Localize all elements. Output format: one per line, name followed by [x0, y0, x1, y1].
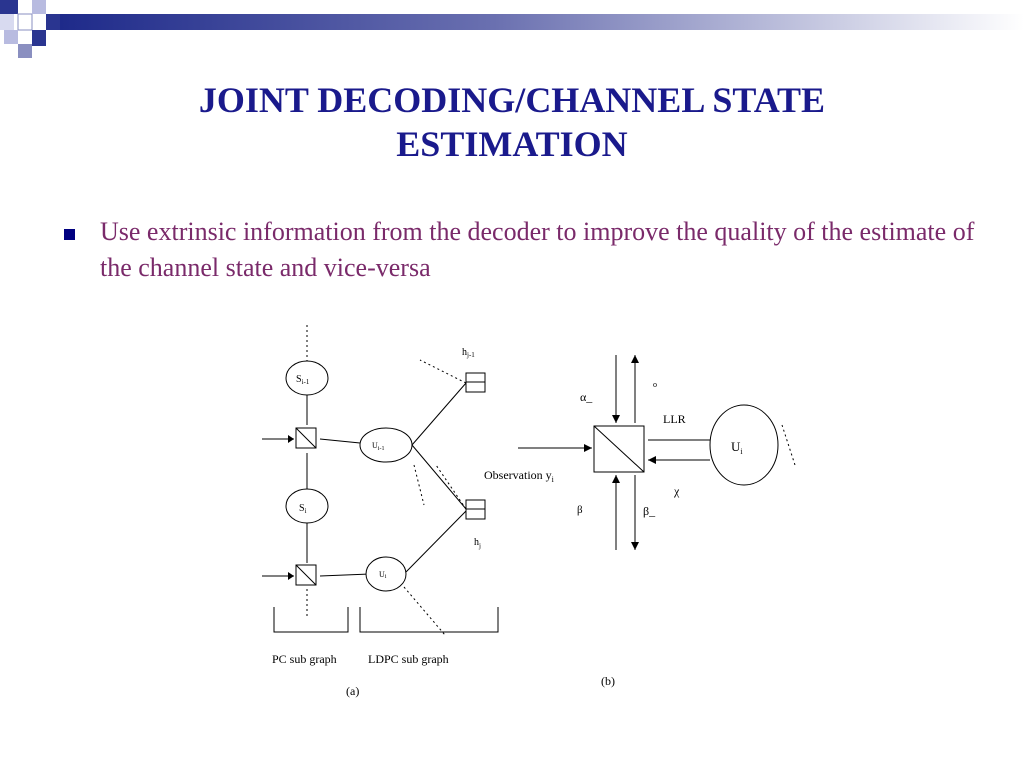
variable-node-b: [709, 404, 779, 486]
bullet-square-icon: [64, 229, 75, 240]
variable-node-label: Ui: [379, 570, 387, 580]
slide-title: JOINT DECODING/CHANNEL STATE ESTIMATION: [60, 78, 964, 166]
check-node-upper-label: hj-1: [462, 347, 475, 359]
beta-label: β: [577, 504, 583, 516]
chi-label: χ: [673, 484, 680, 498]
observation-label: Observation yi: [484, 468, 555, 484]
alpha-label: α_: [580, 390, 593, 404]
slide-title-line-1: JOINT DECODING/CHANNEL STATE: [198, 80, 826, 120]
variable-node-prev-label: Ui-1: [372, 441, 384, 452]
state-node-prev-label: Si-1: [296, 374, 310, 386]
decorative-header-bar: [0, 0, 1024, 58]
factor-node-upper: [295, 427, 317, 449]
factor-graph-diagram: Si-1 Si Ui-1 Ui hj-1 hj PC sub graph LDP…: [262, 325, 796, 698]
factor-node-lower: [295, 564, 317, 586]
bullet-text: Use extrinsic information from the decod…: [100, 217, 975, 282]
beta-underscore-label: β_: [643, 504, 656, 518]
variable-node-prev: [359, 427, 413, 463]
caption-b: (b): [601, 674, 615, 688]
variable-node-b-label: Ui: [731, 439, 743, 456]
state-node-label: Si: [299, 503, 307, 515]
check-node-lower-label: hj: [474, 537, 481, 550]
pc-subgraph-label: PC sub graph: [272, 652, 337, 666]
slide-title-line-2: ESTIMATION: [396, 124, 628, 164]
variable-node: [365, 556, 407, 592]
state-node-prev: [285, 360, 329, 396]
check-node-lower: [465, 499, 486, 520]
llr-label: LLR: [663, 412, 686, 426]
ldpc-subgraph-label: LDPC sub graph: [368, 652, 449, 666]
factor-node-b: [593, 425, 645, 473]
caption-a: (a): [346, 684, 359, 698]
alpha-small-label: o: [653, 380, 657, 389]
state-node: [285, 488, 329, 524]
check-node-upper: [465, 372, 486, 393]
